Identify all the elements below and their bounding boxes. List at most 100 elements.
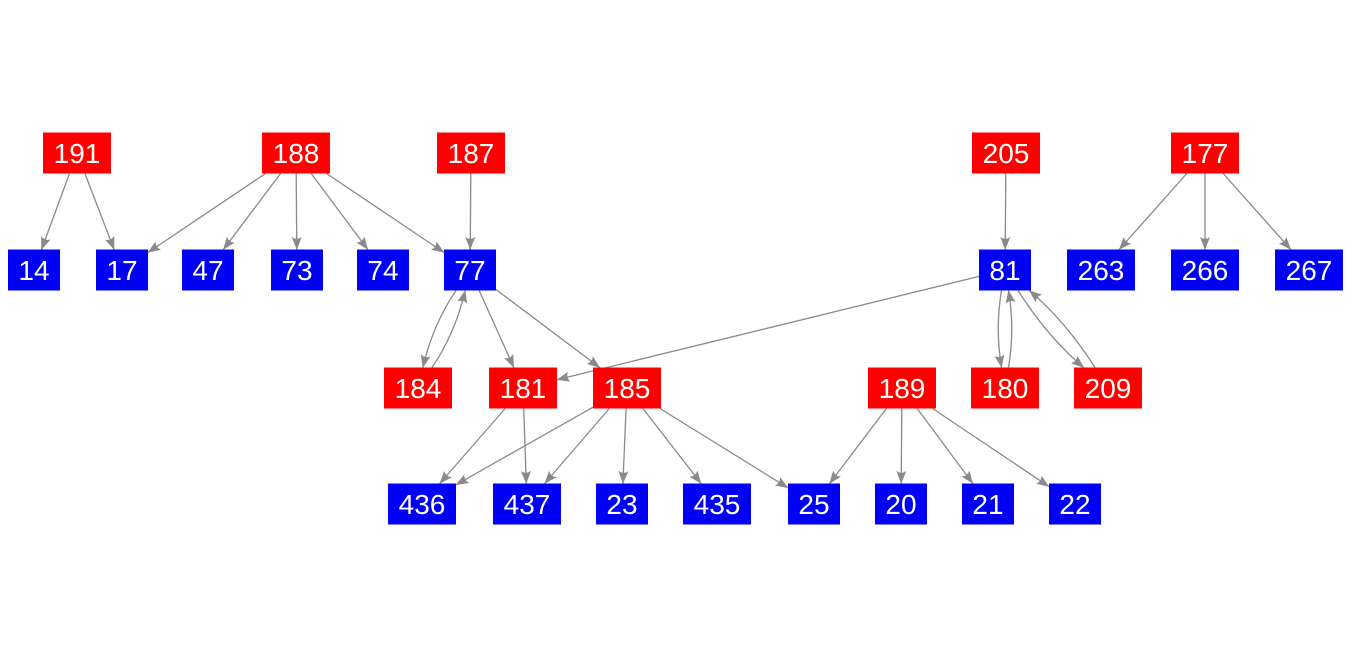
red-node-box	[1171, 132, 1239, 174]
node-184: 184	[384, 367, 452, 409]
blue-node-box	[1171, 249, 1239, 291]
edge-185-436	[455, 406, 594, 486]
edge-191-17	[84, 173, 115, 250]
node-label: 81	[989, 255, 1020, 286]
node-21: 21	[962, 483, 1014, 525]
edge-188-73	[291, 173, 302, 250]
node-label: 20	[885, 489, 916, 520]
node-17: 17	[96, 249, 148, 291]
node-177: 177	[1171, 132, 1239, 174]
node-label: 263	[1078, 255, 1125, 286]
node-81: 81	[979, 249, 1031, 291]
node-label: 266	[1182, 255, 1229, 286]
edge-188-17	[147, 172, 266, 254]
edge-187-77	[465, 173, 476, 250]
red-node-box	[1074, 367, 1142, 409]
blue-node-box	[596, 483, 648, 525]
node-label: 435	[694, 489, 741, 520]
node-label: 184	[395, 373, 442, 404]
node-label: 77	[454, 255, 485, 286]
node-205: 205	[972, 132, 1040, 174]
blue-node-box	[444, 249, 496, 291]
blue-node-box	[357, 249, 409, 291]
edge-layer	[40, 172, 1292, 489]
red-node-box	[972, 132, 1040, 174]
node-180: 180	[971, 367, 1039, 409]
blue-node-box	[683, 483, 751, 525]
node-label: 21	[972, 489, 1003, 520]
node-label: 187	[448, 138, 495, 169]
blue-node-box	[182, 249, 234, 291]
red-node-box	[868, 367, 936, 409]
blue-node-box	[979, 249, 1031, 291]
edge-185-435	[642, 408, 702, 484]
node-437: 437	[493, 483, 561, 525]
blue-node-box	[1049, 483, 1101, 525]
blue-node-box	[1275, 249, 1343, 291]
edge-188-74	[310, 173, 369, 250]
edge-185-437	[544, 408, 610, 484]
red-node-box	[593, 367, 661, 409]
blue-node-box	[388, 483, 456, 525]
node-label: 14	[18, 255, 49, 286]
node-label: 436	[399, 489, 446, 520]
node-label: 25	[798, 489, 829, 520]
node-47: 47	[182, 249, 234, 291]
node-189: 189	[868, 367, 936, 409]
node-label: 73	[281, 255, 312, 286]
red-node-box	[384, 367, 452, 409]
edge-188-47	[222, 173, 282, 250]
node-label: 205	[983, 138, 1030, 169]
node-77: 77	[444, 249, 496, 291]
node-25: 25	[788, 483, 840, 525]
edge-189-21	[916, 408, 974, 484]
node-267: 267	[1275, 249, 1343, 291]
edge-180-81	[1005, 290, 1016, 368]
edge-189-25	[829, 408, 887, 484]
blue-node-box	[8, 249, 60, 291]
node-74: 74	[357, 249, 409, 291]
node-label: 180	[982, 373, 1029, 404]
edge-189-20	[896, 408, 907, 484]
node-188: 188	[262, 132, 330, 174]
edge-177-263	[1118, 173, 1188, 250]
node-label: 177	[1182, 138, 1229, 169]
edge-184-77	[431, 290, 468, 368]
node-label: 209	[1085, 373, 1132, 404]
edge-77-185	[495, 288, 601, 369]
blue-node-box	[493, 483, 561, 525]
node-181: 181	[489, 367, 557, 409]
red-node-box	[971, 367, 1039, 409]
blue-node-box	[962, 483, 1014, 525]
node-20: 20	[875, 483, 927, 525]
node-label: 189	[879, 373, 926, 404]
edge-191-14	[40, 173, 71, 250]
node-185: 185	[593, 367, 661, 409]
edge-177-267	[1222, 173, 1292, 250]
node-435: 435	[683, 483, 751, 525]
edge-81-209	[1017, 290, 1085, 368]
edge-188-77	[326, 172, 445, 254]
node-label: 191	[54, 138, 101, 169]
red-node-box	[262, 132, 330, 174]
node-label: 267	[1286, 255, 1333, 286]
blue-node-box	[96, 249, 148, 291]
node-209: 209	[1074, 367, 1142, 409]
edge-77-181	[478, 290, 515, 368]
blue-node-box	[788, 483, 840, 525]
node-layer: 191 188 187 205 177 14 17 47 73 74 77 81 263 266 267 18…	[8, 132, 1343, 525]
node-191: 191	[43, 132, 111, 174]
edge-185-25	[659, 407, 789, 489]
edge-209-81	[1028, 290, 1096, 368]
node-label: 22	[1059, 489, 1090, 520]
node-label: 23	[606, 489, 637, 520]
edge-185-23	[618, 408, 629, 484]
red-node-box	[489, 367, 557, 409]
blue-node-box	[271, 249, 323, 291]
edge-81-180	[994, 290, 1005, 368]
node-label: 17	[106, 255, 137, 286]
node-label: 47	[192, 255, 223, 286]
blue-node-box	[1067, 249, 1135, 291]
